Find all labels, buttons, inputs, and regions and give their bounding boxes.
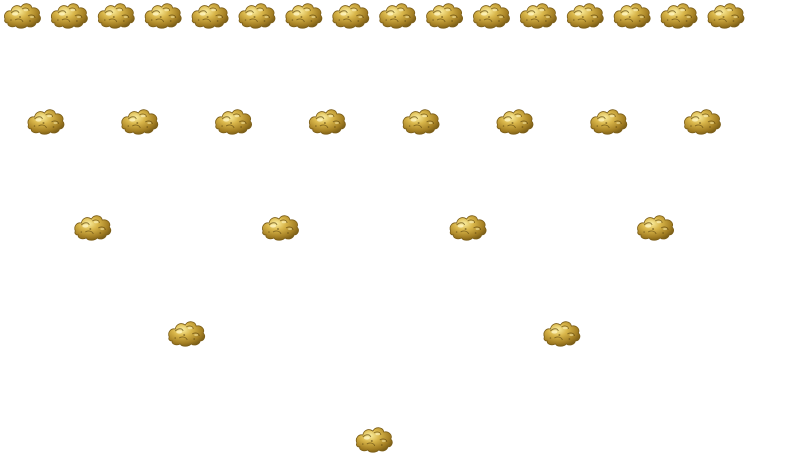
gold-nugget-icon: [449, 215, 487, 241]
gold-nugget-icon: [3, 3, 41, 29]
gold-nugget-icon: [402, 109, 440, 135]
gold-nugget-icon: [74, 215, 112, 241]
gold-nugget-icon: [261, 215, 299, 241]
gold-nugget-icon: [308, 109, 346, 135]
gold-nugget-icon: [144, 3, 182, 29]
gold-nugget-icon: [355, 427, 393, 453]
gold-nugget-icon: [332, 3, 370, 29]
gold-nugget-icon: [27, 109, 65, 135]
gold-nugget-icon: [238, 3, 276, 29]
gold-nugget-icon: [426, 3, 464, 29]
gold-nugget-icon: [50, 3, 88, 29]
gold-nugget-icon: [191, 3, 229, 29]
gold-nugget-icon: [519, 3, 557, 29]
gold-nugget-icon: [590, 109, 628, 135]
gold-nugget-icon: [543, 321, 581, 347]
gold-nugget-icon: [496, 109, 534, 135]
gold-nugget-icon: [215, 109, 253, 135]
gold-nugget-icon: [707, 3, 745, 29]
gold-nugget-icon: [472, 3, 510, 29]
gold-nugget-icon: [566, 3, 604, 29]
gold-nugget-icon: [613, 3, 651, 29]
gold-nugget-icon: [637, 215, 675, 241]
gold-nugget-icon: [168, 321, 206, 347]
gold-nugget-icon: [121, 109, 159, 135]
gold-nugget-icon: [660, 3, 698, 29]
gold-nugget-icon: [379, 3, 417, 29]
gold-nugget-icon: [285, 3, 323, 29]
gold-nugget-icon: [683, 109, 721, 135]
gold-nugget-icon: [97, 3, 135, 29]
